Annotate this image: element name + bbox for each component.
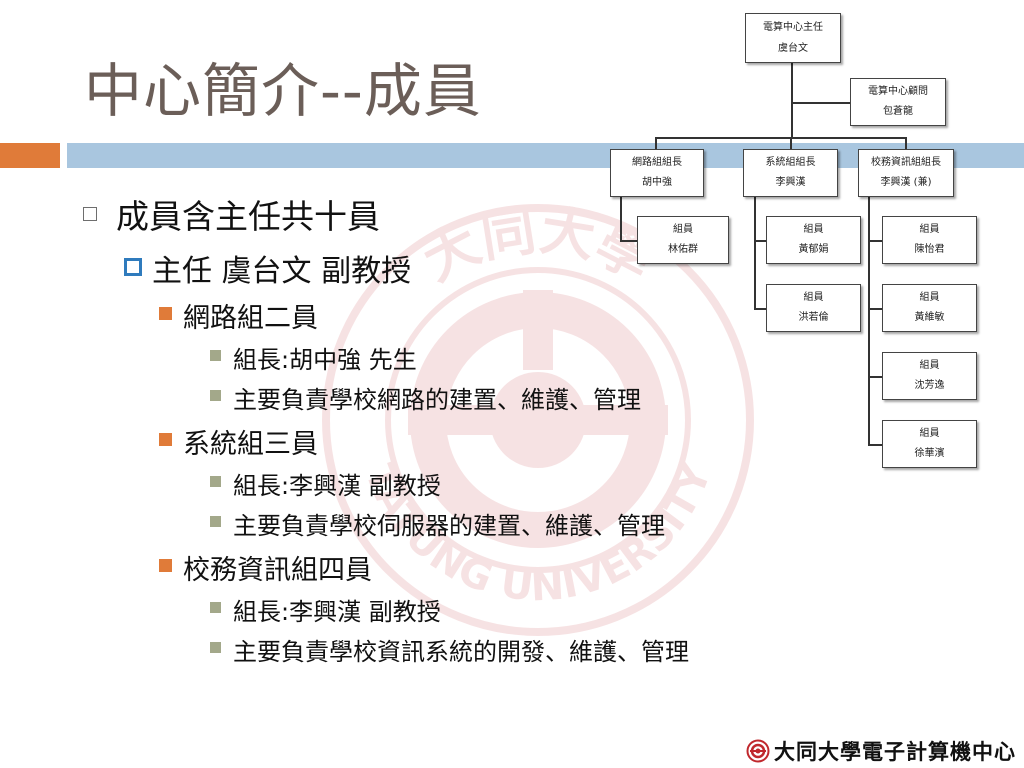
org-node-director: 電算中心主任 虞台文 <box>745 13 841 63</box>
bullet-marker-orange-square-icon <box>159 433 172 446</box>
org-node-system-head: 系統組組長 李興漢 <box>743 149 838 197</box>
bullet-marker-green-square-icon <box>210 516 221 527</box>
org-node-role: 組員 <box>673 224 693 235</box>
bullet-level-4: 組長:李興漢 副教授 <box>233 598 441 626</box>
org-node-name: 包蒼龍 <box>883 106 913 117</box>
org-node-member: 組員 陳怡君 <box>882 216 977 264</box>
bullet-level-4: 主要負責學校伺服器的建置、維護、管理 <box>233 512 665 540</box>
org-node-member: 組員 黃維敏 <box>882 284 977 332</box>
org-node-role: 組員 <box>919 360 940 371</box>
org-node-name: 胡中強 <box>642 177 672 188</box>
org-node-role: 校務資訊組組長 <box>871 157 941 168</box>
org-node-role: 電算中心主任 <box>763 21 823 33</box>
bullet-marker-hollow-square-icon <box>83 207 97 221</box>
org-node-name: 黃維敏 <box>914 312 945 323</box>
org-node-name: 虞台文 <box>778 42 808 54</box>
org-node-member: 組員 洪若倫 <box>766 284 861 332</box>
org-node-role: 電算中心顧問 <box>868 86 928 97</box>
org-node-role: 組員 <box>919 428 940 439</box>
bullet-level-3: 網路組二員 <box>183 303 318 334</box>
org-node-member: 組員 沈芳逸 <box>882 352 977 400</box>
bullet-marker-blue-square-icon <box>124 258 142 276</box>
org-node-role: 組員 <box>919 224 940 235</box>
org-node-advisor: 電算中心顧問 包蒼龍 <box>850 78 946 126</box>
org-node-role: 系統組組長 <box>765 157 816 168</box>
tatung-logo-icon <box>746 739 770 763</box>
org-node-name: 李興漢 (兼) <box>880 177 932 188</box>
org-node-name: 洪若倫 <box>798 312 829 323</box>
bullet-marker-green-square-icon <box>210 476 221 487</box>
accent-bar-orange <box>0 143 60 168</box>
org-node-name: 林佑群 <box>668 244 698 255</box>
bullet-level-4: 主要負責學校網路的建置、維護、管理 <box>233 386 641 414</box>
org-node-name: 李興漢 <box>775 177 806 188</box>
bullet-marker-green-square-icon <box>210 350 221 361</box>
org-node-info-head: 校務資訊組組長 李興漢 (兼) <box>858 149 954 197</box>
bullet-level-1: 成員含主任共十員 <box>116 197 380 236</box>
footer-text: 大同大學電子計算機中心 <box>774 739 1016 764</box>
org-node-member: 組員 林佑群 <box>637 216 729 264</box>
org-node-role: 組員 <box>919 292 940 303</box>
bullet-level-3: 系統組三員 <box>183 429 318 460</box>
bullet-marker-orange-square-icon <box>159 307 172 320</box>
bullet-marker-green-square-icon <box>210 390 221 401</box>
org-node-network-head: 網路組組長 胡中強 <box>610 149 704 197</box>
org-node-role: 組員 <box>803 224 824 235</box>
bullet-marker-green-square-icon <box>210 642 221 653</box>
org-node-member: 組員 徐華濱 <box>882 420 977 468</box>
footer-brand: 大同大學電子計算機中心 <box>746 736 1016 766</box>
org-node-role: 組員 <box>803 292 824 303</box>
bullet-level-2: 主任 虞台文 副教授 <box>152 254 412 289</box>
org-node-member: 組員 黃郁娟 <box>766 216 861 264</box>
org-node-role: 網路組組長 <box>632 157 682 168</box>
bullet-level-4: 主要負責學校資訊系統的開發、維護、管理 <box>233 638 689 666</box>
org-node-name: 沈芳逸 <box>914 380 945 391</box>
bullet-level-4: 組長:胡中強 先生 <box>233 346 417 374</box>
bullet-marker-green-square-icon <box>210 602 221 613</box>
bullet-level-3: 校務資訊組四員 <box>183 555 372 586</box>
slide-title: 中心簡介--成員 <box>84 57 482 125</box>
bullet-marker-orange-square-icon <box>159 559 172 572</box>
bullet-level-4: 組長:李興漢 副教授 <box>233 472 441 500</box>
org-node-name: 黃郁娟 <box>798 244 829 255</box>
org-node-name: 陳怡君 <box>914 244 945 255</box>
org-node-name: 徐華濱 <box>914 448 945 459</box>
